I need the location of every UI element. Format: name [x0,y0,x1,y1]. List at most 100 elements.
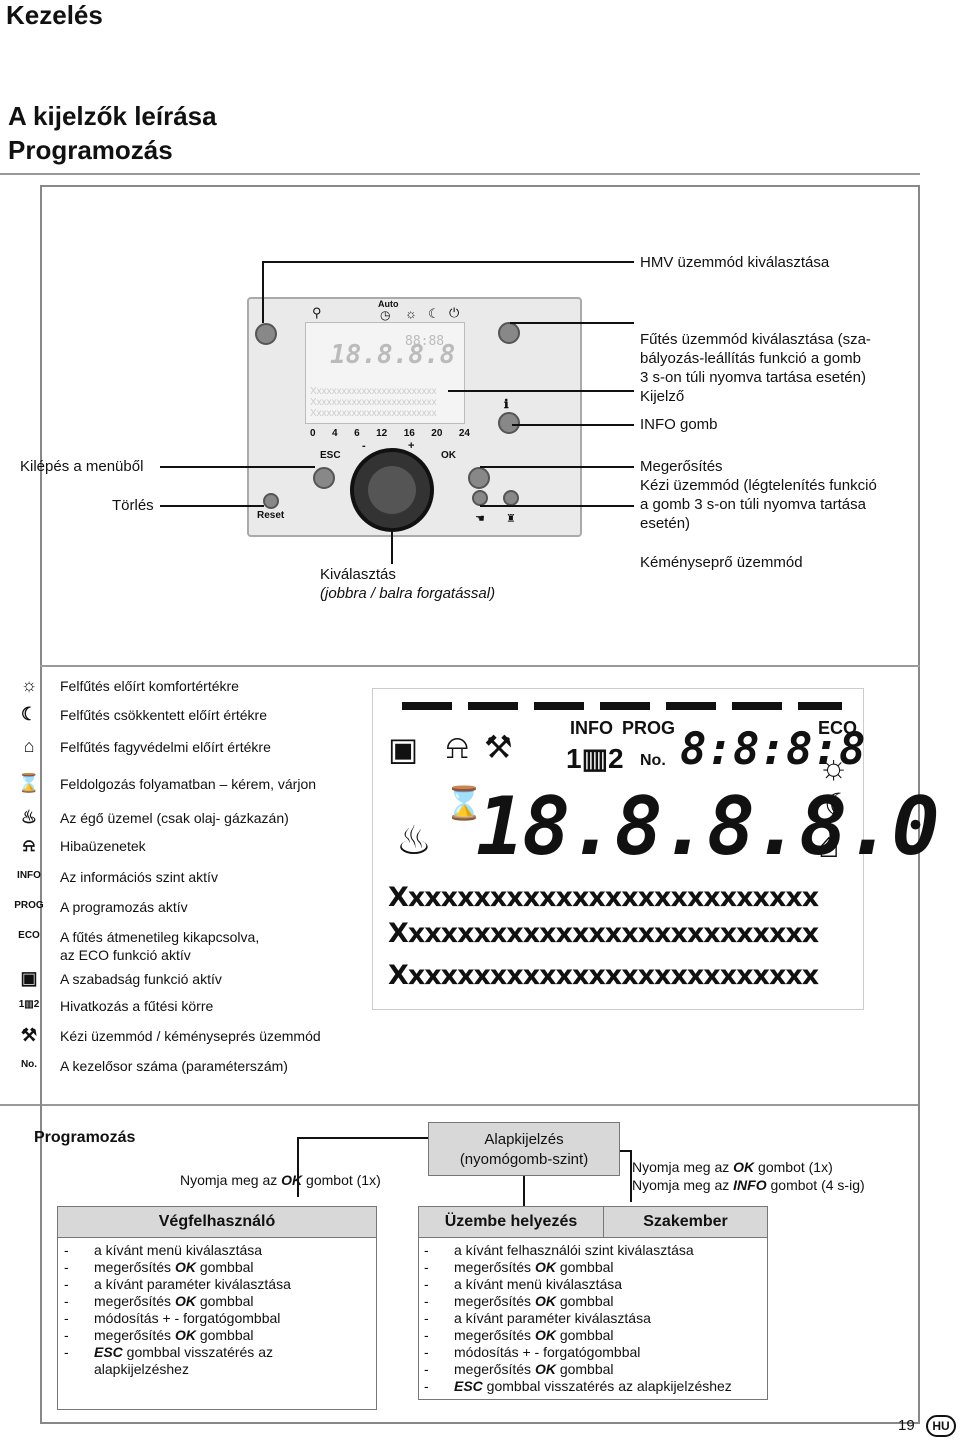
house-icon: ⌂ [23,736,35,756]
page-header-title: Kezelés [6,0,103,30]
label-manual-line2: a gomb 3 s-on túli nyomva tartása [640,496,866,513]
wrench-icon: ⚒ [20,1025,38,1045]
number-icon: No. [20,1059,38,1070]
legend-text: Feldolgozás folyamatban – kérem, várjon [60,776,317,792]
step-item: -a kívánt paraméter kiválasztása [64,1276,291,1292]
step-item: -megerősítés OK gombbal [64,1259,254,1275]
ok-button [468,467,490,489]
power-icon: ⏻ [449,305,460,320]
press-ok-key: OK [281,1172,303,1188]
lcd-big-digits: 18.8.8.8.0 [476,780,940,873]
step-item: -módosítás + - forgatógombbal [64,1310,281,1326]
base-display-subtitle: (nyomógomb-szint) [459,1151,589,1168]
lcd-number-label: No. [640,752,666,769]
panel-info-icon: ℹ [504,397,509,411]
legend-text: Felfűtés előírt komfortértékre [60,678,239,694]
top-divider [0,173,920,175]
lcd-hourglass-icon: ⌛ [444,785,484,821]
scale-20: 20 [431,428,443,439]
label-chimney-sweep: Kéményseprő üzemmód [640,554,803,571]
moon-icon: ☾ [20,704,38,724]
chimney-icon: ♜ [506,513,516,525]
label-exit-menu: Kilépés a menüből [20,458,144,475]
press-ok-prefix: Nyomja meg az [180,1172,278,1188]
lcd-segment-bar [666,702,716,710]
language-badge: HU [926,1415,956,1437]
right-line1-prefix: Nyomja meg az [632,1159,730,1175]
label-select: Kiválasztás [320,566,396,583]
hmv-button [255,323,277,345]
step-item: -megerősítés OK gombbal [64,1293,254,1309]
panel-display-small-digits: 88:88 [405,334,445,349]
hand-icon: ☚ [475,513,485,525]
lcd-text-row: Xxxxxxxxxxxxxxxxxxxxxxxxxx [388,918,819,949]
scale-24: 24 [458,428,470,439]
lcd-segment-bar [798,702,842,710]
auto-label: Auto [378,299,399,309]
base-display-title: Alapkijelzés [484,1131,564,1148]
legend-text: Hivatkozás a fűtési körre [60,998,214,1014]
legend-text: Kézi üzemmód / kéményseprés üzemmód [60,1028,321,1044]
scale-12: 12 [376,428,388,439]
lcd-prog-label: PROG [622,718,676,738]
label-select-group: Kiválasztás (jobbra / balra forgatással) [320,565,495,603]
lcd-suitcase-icon: ▣ [388,731,419,767]
esc-label: ESC [320,450,341,461]
rotary-dial-center [368,466,416,514]
page-number: 19 [898,1417,915,1434]
step-item: -megerősítés OK gombbal [424,1259,614,1275]
eco-icon: ECO [18,930,40,941]
right-line2-suffix: gombot (4 s-ig) [770,1177,865,1193]
chimney-sweep-button [503,490,519,506]
end-user-steps: -a kívánt menü kiválasztása-megerősítés … [64,1242,291,1378]
radiator-icon: 1▥2 [18,999,40,1010]
legend-text: Felfűtés csökkentett előírt értékre [60,707,267,723]
end-user-box [57,1238,377,1410]
programming-section-frame [40,1104,920,1424]
legend-text: A kezelősor száma (paraméterszám) [60,1058,288,1074]
panel-display-digits: 18.8.8.8 [330,340,456,370]
right-line2-prefix: Nyomja meg az [632,1177,730,1193]
sun-icon: ☼ [20,675,38,695]
ok-label: OK [441,450,456,461]
label-heating-mode: Fűtés üzemmód kiválasztása (sza- bályozá… [640,330,871,406]
legend-text: Az információs szint aktív [60,869,218,885]
step-item: -a kívánt menü kiválasztása [424,1276,623,1292]
panel-display [305,322,465,424]
specialist-header: Szakember [603,1206,768,1238]
legend-text: A szabadság funkció aktív [60,971,222,987]
lcd-segment-bar [402,702,452,710]
tap-icon: ⚲ [312,305,322,320]
right-instructions: Nyomja meg az OK gombot (1x) Nyomja meg … [632,1158,865,1194]
label-manual-line1: Kézi üzemmód (légtelenítés funkció [640,477,877,494]
lcd-sun-icon: ☼ [818,748,850,786]
section-title-line2: Programozás [8,135,173,165]
install-box [418,1238,768,1400]
label-manual-line3: esetén) [640,515,691,532]
right-line1-suffix: gombot (1x) [758,1159,833,1175]
lcd-segment-bar [468,702,518,710]
info-button [498,412,520,434]
step-item: -ESC gombbal visszatérés az [64,1344,273,1360]
panel-sun-icon: ☼ [405,306,417,321]
lcd-text-row: Xxxxxxxxxxxxxxxxxxxxxxxxxx [388,882,819,913]
label-heating-mode-line2: bályozás-leállítás funkció a gomb [640,350,861,367]
heating-mode-button [498,322,520,344]
flame-icon: ♨ [20,807,38,827]
legend-text: A fűtés átmenetileg kikapcsolva,az ECO f… [60,929,260,963]
label-heating-mode-line1: Fűtés üzemmód kiválasztása (sza- [640,331,871,348]
bottom-divider [0,1104,920,1106]
lcd-flame-icon: ♨ [396,819,432,863]
lcd-radiator-icon: 1▥2 [566,743,624,774]
suitcase-icon: ▣ [20,968,38,988]
label-confirm-group: Megerősítés Kézi üzemmód (légtelenítés f… [640,457,877,533]
lcd-segment-bar [732,702,782,710]
lcd-moon-icon: ☾ [824,787,853,823]
install-header: Üzembe helyezés [418,1206,604,1238]
legend-text: Felfűtés fagyvédelmi előírt értékre [60,739,271,755]
reset-button [263,493,279,509]
base-display-box: Alapkijelzés (nyomógomb-szint) [428,1122,620,1176]
label-hmv: HMV üzemmód kiválasztása [640,254,830,271]
step-item: -a kívánt menü kiválasztása [64,1242,263,1258]
